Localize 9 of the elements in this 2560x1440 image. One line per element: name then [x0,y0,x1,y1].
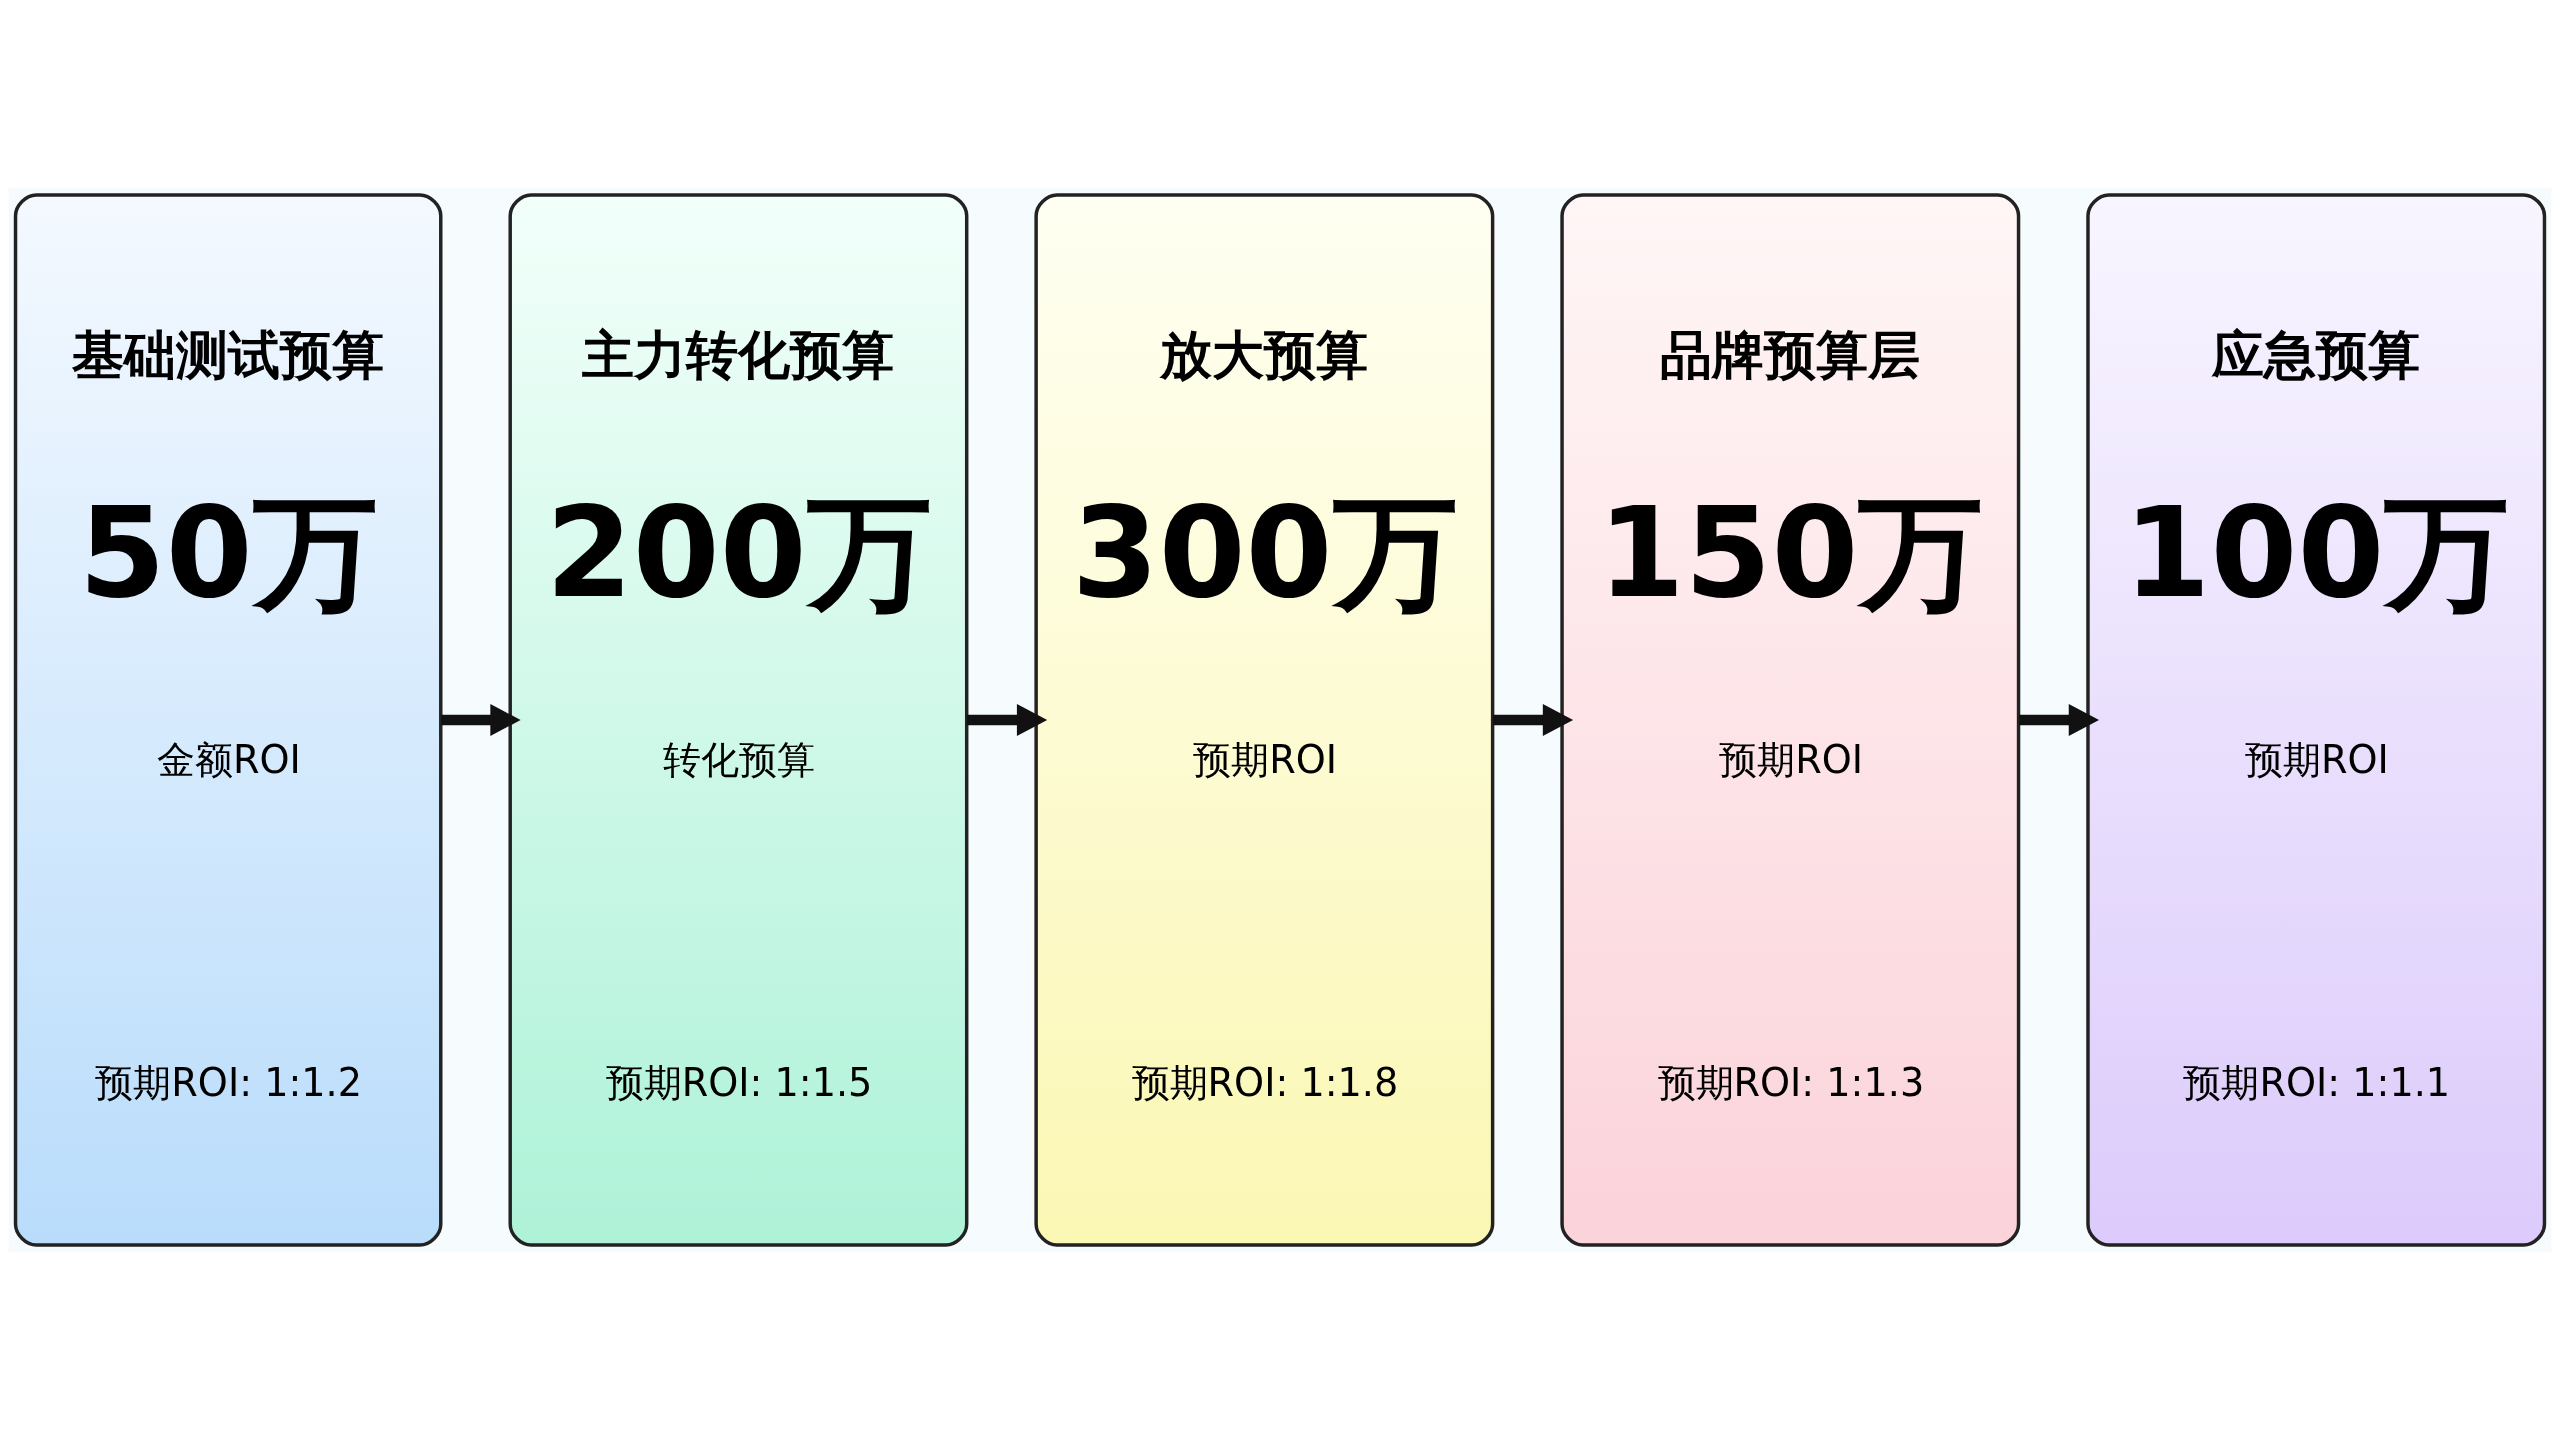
arrow [1493,704,1574,736]
arrow [967,704,1048,736]
arrow [2018,704,2100,736]
node-box: 基础测试预算 50万 金额ROI 预期ROI: 1:1.2 [13,193,443,1247]
node-box: 品牌预算层 150万 预期ROI 预期ROI: 1:1.3 [1560,193,2021,1247]
arrow [441,704,521,736]
node-box: 应急预算 100万 预期ROI 预期ROI: 1:1.1 [2086,193,2547,1247]
node-box: 主力转化预算 200万 转化预算 预期ROI: 1:1.5 [508,193,969,1247]
node-box: 放大预算 300万 预期ROI 预期ROI: 1:1.8 [1034,193,1495,1247]
